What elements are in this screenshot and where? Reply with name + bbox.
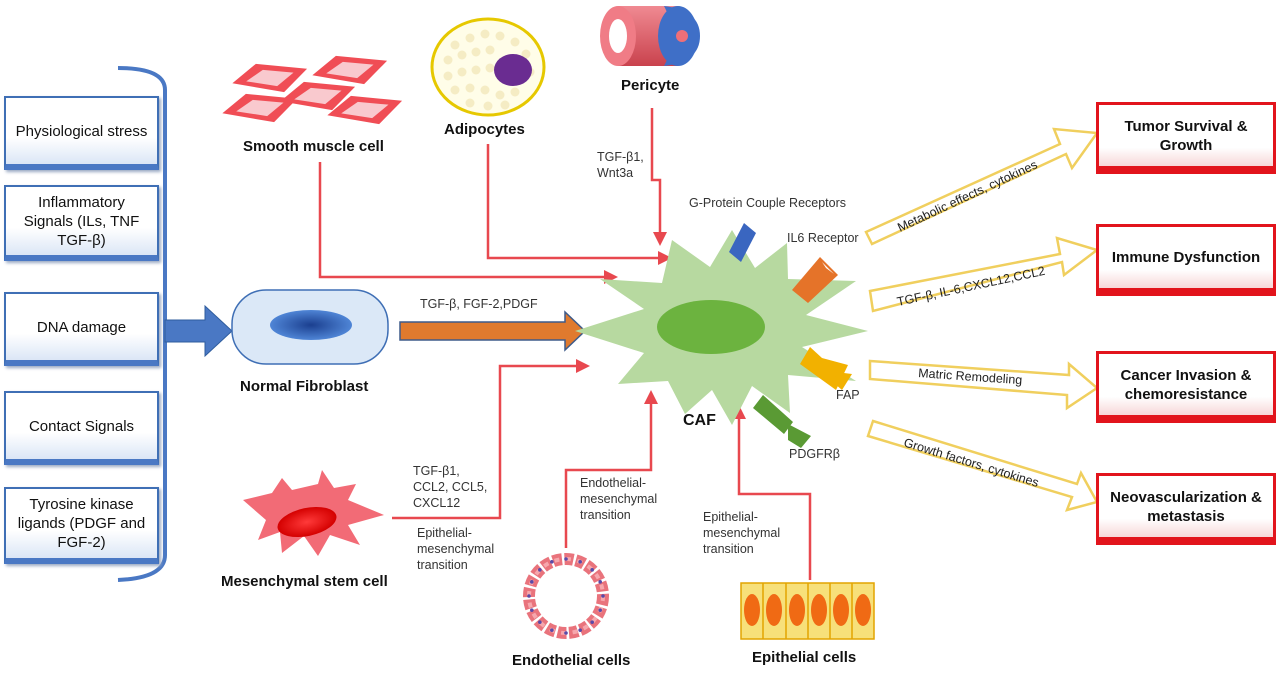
label-il6-receptor: IL6 Receptor <box>787 231 859 245</box>
trigger-tyrosine-kinase: Tyrosine kinase ligands (PDGF and FGF-2) <box>4 487 159 564</box>
effect-arrow-1 <box>864 127 1100 246</box>
epithelial-emt-label: Epithelial- mesenchymal transition <box>703 509 780 557</box>
endothelial-nucleus-dot <box>530 608 534 612</box>
epithelial-flow <box>737 415 812 580</box>
endothelial-nucleus-dot <box>538 568 542 572</box>
msc-emt-line-2: mesenchymal <box>417 542 495 556</box>
msc-emt-label: Epithelial- mesenchymal transition <box>417 525 494 573</box>
label-fap: FAP <box>836 388 860 402</box>
epi-emt-line-1: Epithelial- <box>703 510 758 524</box>
msc-emt-line-3: transition <box>417 558 468 572</box>
adipocyte-icon <box>430 17 546 117</box>
label-adipocytes: Adipocytes <box>444 121 525 138</box>
endothelial-emt-label: Endothelial- mesenchymal transition <box>580 475 657 523</box>
label-pericyte: Pericyte <box>621 77 680 94</box>
endothelial-nucleus-dot <box>578 560 582 564</box>
fap-receptor-icon <box>800 347 852 390</box>
epi-emt-line-3: transition <box>703 542 754 556</box>
adipocyte-flow <box>486 144 662 260</box>
endothelial-nucleus-dot <box>578 628 582 632</box>
label-epithelial-cells: Epithelial cells <box>752 649 857 666</box>
trigger-dna-damage: DNA damage <box>4 292 159 366</box>
normal-fibroblast-icon <box>231 289 389 365</box>
effect-arrow-2 <box>868 236 1100 313</box>
pericyte-signal-line-1: TGF-β1, <box>597 150 644 164</box>
endothelial-nucleus-dot <box>590 620 594 624</box>
smooth-muscle-flow <box>318 162 608 279</box>
label-pdgfr: PDGFRβ <box>789 447 840 461</box>
epi-emt-line-2: mesenchymal <box>703 526 781 540</box>
fibroblast-to-caf-arrow <box>399 310 587 352</box>
endothelial-nucleus-dot <box>527 594 531 598</box>
caf-nucleus <box>657 300 765 354</box>
endothelial-nucleus-dot <box>530 580 534 584</box>
endothelial-nucleus-dot <box>590 568 594 572</box>
label-smooth-muscle-cell: Smooth muscle cell <box>243 138 384 155</box>
endothelial-nucleus-dot <box>564 631 568 635</box>
pdgfr-receptor-icon <box>753 395 811 448</box>
endo-emt-line-1: Endothelial- <box>580 476 647 490</box>
trigger-inflammatory-signals: Inflammatory Signals (ILs, TNF TGF-β) <box>4 185 159 261</box>
pericyte-flow <box>650 108 662 236</box>
endo-emt-line-2: mesenchymal <box>580 492 658 506</box>
endothelial-nucleus-dot <box>601 594 605 598</box>
endothelial-cells-icon <box>523 553 609 639</box>
msc-signal: TGF-β1, CCL2, CCL5, CXCL12 <box>413 463 487 511</box>
il6-receptor-icon <box>792 257 838 303</box>
msc-signal-line-3: CXCL12 <box>413 496 461 510</box>
red-flow-arrows <box>318 108 812 580</box>
trigger-contact-signals: Contact Signals <box>4 391 159 465</box>
endothelial-nucleus-dot <box>538 620 542 624</box>
msc-flow <box>392 364 578 520</box>
trigger-bracket <box>117 66 167 582</box>
label-endothelial-cells: Endothelial cells <box>512 652 631 669</box>
pericyte-signal-line-2: Wnt3a <box>597 166 634 180</box>
effect-arrow-4 <box>866 419 1099 512</box>
effect-label-4: Growth factors, cytokines <box>902 435 1040 489</box>
effect-arrows <box>864 127 1100 512</box>
mesenchymal-stem-cell-icon <box>243 470 384 556</box>
outcome-neovascularization: Neovascularization & metastasis <box>1096 473 1276 545</box>
outcome-immune-dysfunction: Immune Dysfunction <box>1096 224 1276 296</box>
endothelial-flow <box>564 400 653 548</box>
endo-emt-line-3: transition <box>580 508 631 522</box>
effect-arrow-3 <box>868 359 1100 411</box>
label-mesenchymal-stem-cell: Mesenchymal stem cell <box>221 573 388 590</box>
epithelial-cells-icon <box>740 582 875 640</box>
endothelial-nucleus-dot <box>550 628 554 632</box>
endothelial-nucleus-dot <box>564 557 568 561</box>
msc-signal-line-1: TGF-β1, <box>413 464 460 478</box>
msc-emt-line-1: Epithelial- <box>417 526 472 540</box>
effect-label-1: Metabolic effects, cytokines <box>895 158 1039 235</box>
pericyte-signal: TGF-β1, Wnt3a <box>597 149 644 181</box>
endothelial-nucleus-dot <box>550 560 554 564</box>
outcome-cancer-invasion: Cancer Invasion & chemoresistance <box>1096 351 1276 423</box>
outcome-tumor-survival: Tumor Survival & Growth <box>1096 102 1276 174</box>
label-gpcr: G-Protein Couple Receptors <box>689 196 847 210</box>
pericyte-icon <box>600 6 700 66</box>
gpcr-receptor-icon <box>729 223 756 262</box>
label-normal-fibroblast: Normal Fibroblast <box>240 378 369 395</box>
endothelial-nucleus-dot <box>598 580 602 584</box>
smooth-muscle-cell-icon <box>222 55 403 125</box>
fibroblast-signal: TGF-β, FGF-2,PDGF <box>420 297 538 311</box>
bracket-arrow <box>164 304 233 358</box>
trigger-physiological-stress: Physiological stress <box>4 96 159 170</box>
endothelial-nucleus-dot <box>598 608 602 612</box>
msc-signal-line-2: CCL2, CCL5, <box>413 480 488 494</box>
label-caf: CAF <box>683 412 716 429</box>
